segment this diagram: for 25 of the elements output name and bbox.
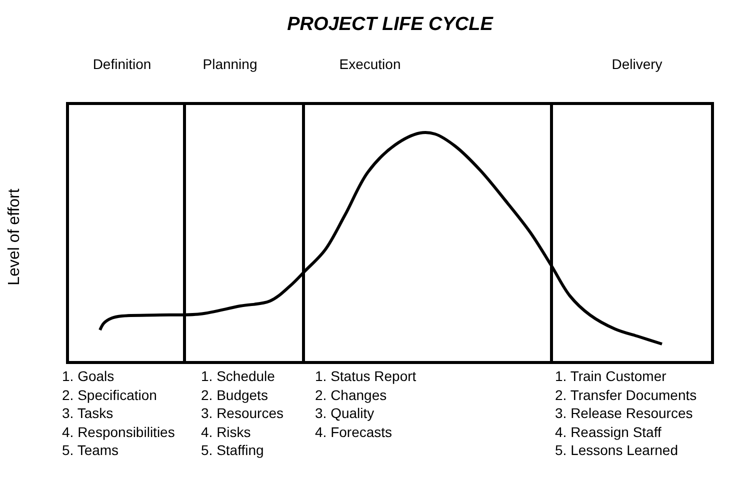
list-item: 2. Changes [315,386,387,404]
list-item: 2. Budgets [201,386,268,404]
list-item: 3. Resources [201,404,284,422]
list-item: 5. Staffing [201,441,264,459]
list-item: 5. Teams [62,441,119,459]
phase-heading: Delivery [612,56,662,72]
list-item: 4. Forecasts [315,422,392,440]
list-item: 1. Schedule [201,367,275,385]
list-item: 4. Risks [201,422,251,440]
list-item: 2. Specification [62,386,157,404]
list-item: 4. Reassign Staff [555,422,662,440]
list-item: 3. Tasks [62,404,114,422]
list-item: 1. Status Report [315,367,416,385]
phase-heading: Definition [92,56,152,72]
title: PROJECT LIFE CYCLE [286,14,494,36]
list-item: 4. Responsibilities [62,422,175,440]
list-item: 2. Transfer Documents [555,386,697,404]
list-item: 3. Quality [315,404,374,422]
list-item: 5. Lessons Learned [555,441,678,459]
list-item: 1. Goals [62,367,114,385]
phase-heading: Planning [202,56,258,72]
list-item: 3. Release Resources [555,404,693,422]
list-item: 1. Train Customer [555,367,666,385]
phase-heading: Execution [339,56,401,72]
axis-label: Level of effort [6,188,24,288]
